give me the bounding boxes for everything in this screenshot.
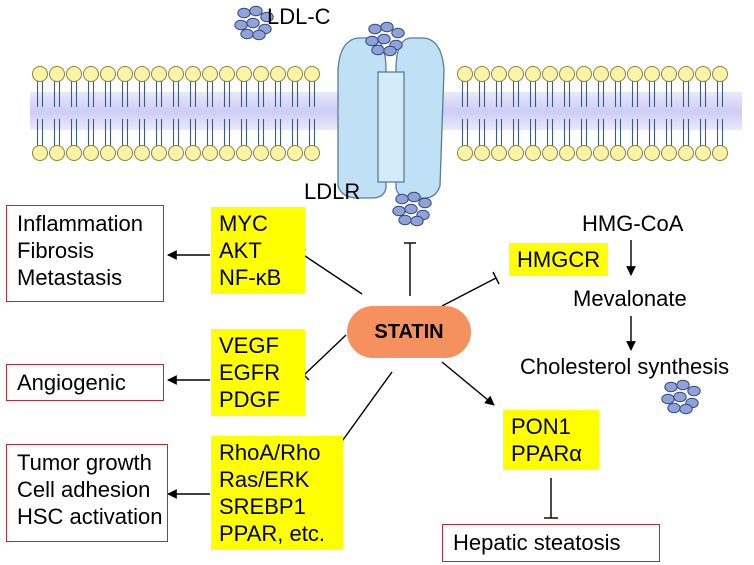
phospholipid: [236, 66, 252, 161]
target-rhoa: RhoA/Rho: [219, 440, 321, 465]
phospholipid: [83, 66, 99, 161]
target-nfkb: NF-κB: [219, 265, 282, 290]
phospholipid: [185, 66, 201, 161]
phospholipid: [474, 66, 490, 161]
phospholipid: [304, 66, 320, 161]
phospholipid: [593, 66, 609, 161]
phospholipid: [134, 66, 150, 161]
ldl-particles: [234, 5, 701, 415]
inhibit-hmgcr-line: [441, 277, 497, 307]
phospholipid: [287, 66, 303, 161]
phospholipid: [712, 66, 728, 161]
target-ppar-alpha: PPARα: [511, 441, 582, 466]
phospholipid: [576, 66, 592, 161]
lipid-bilayer: [32, 66, 728, 161]
phospholipid: [491, 66, 507, 161]
ldl-cluster: [234, 5, 274, 41]
target-akt: AKT: [219, 238, 262, 263]
phospholipid: [49, 66, 65, 161]
tumor-outcome-box: Tumor growth Cell adhesion HSC activatio…: [6, 444, 168, 542]
connectors: [167, 240, 636, 519]
phospholipid: [678, 66, 694, 161]
phospholipid: [202, 66, 218, 161]
ldlr-label: LDLR: [304, 179, 361, 204]
target-myc: MYC: [219, 211, 268, 236]
inhibit-vegf-line: [303, 334, 347, 376]
outcome-hepatic-steatosis: Hepatic steatosis: [453, 530, 621, 555]
inflammation-targets-box: MYC AKT NF-κB: [211, 207, 305, 294]
phospholipid: [542, 66, 558, 161]
hmg-coa-label: HMG-CoA: [582, 211, 684, 236]
ldl-cluster: [661, 379, 701, 415]
liver-targets-box: PON1 PPARα: [503, 410, 599, 470]
phospholipid: [117, 66, 133, 161]
phospholipid: [151, 66, 167, 161]
target-srebp1: SREBP1: [219, 494, 306, 519]
ldl-c-label: LDL-C: [267, 4, 331, 29]
phospholipid: [32, 66, 48, 161]
phospholipid: [661, 66, 677, 161]
phospholipid: [168, 66, 184, 161]
angiogenic-outcome-box: Angiogenic: [6, 364, 164, 401]
target-pon1: PON1: [511, 414, 571, 439]
outcome-tumor-growth: Tumor growth: [17, 450, 152, 475]
outcome-cell-adhesion: Cell adhesion: [17, 477, 151, 502]
inflammation-outcome-box: Inflammation Fibrosis Metastasis: [6, 205, 164, 302]
phospholipid: [644, 66, 660, 161]
outcome-hsc-activation: HSC activation: [17, 504, 163, 529]
hmgcr-label: HMGCR: [517, 247, 601, 272]
inhibit-hmgcr-bar: [492, 271, 500, 285]
statin-node: STATIN: [347, 306, 471, 358]
target-vegf: VEGF: [219, 333, 279, 358]
phospholipid: [627, 66, 643, 161]
phospholipid: [457, 66, 473, 161]
phospholipid: [66, 66, 82, 161]
phospholipid: [253, 66, 269, 161]
phospholipid: [559, 66, 575, 161]
target-ras-erk: Ras/ERK: [219, 467, 310, 492]
phospholipid: [525, 66, 541, 161]
outcome-fibrosis: Fibrosis: [17, 238, 95, 263]
phospholipid: [100, 66, 116, 161]
tumor-targets-box: RhoA/Rho Ras/ERK SREBP1 PPAR, etc.: [211, 436, 343, 550]
ldl-cluster: [365, 21, 405, 57]
ldl-cluster: [392, 191, 432, 227]
phospholipid: [508, 66, 524, 161]
hmgcr-box: HMGCR: [509, 243, 609, 276]
outcome-metastasis: Metastasis: [17, 265, 123, 290]
phospholipid: [219, 66, 235, 161]
inhibit-myc-line: [301, 253, 363, 295]
outcome-inflammation: Inflammation: [17, 211, 143, 236]
target-ppar: PPAR, etc.: [219, 521, 325, 546]
hepatic-steatosis-box: Hepatic steatosis: [442, 524, 660, 562]
cholesterol-synthesis-label: Cholesterol synthesis: [520, 354, 730, 379]
activate-pon1-arrow: [441, 361, 495, 406]
target-egfr: EGFR: [219, 360, 281, 385]
mevalonate-label: Mevalonate: [573, 286, 687, 311]
phospholipid: [270, 66, 286, 161]
angiogenesis-targets-box: VEGF EGFR PDGF: [211, 329, 305, 416]
phospholipid: [695, 66, 711, 161]
outcome-angiogenic: Angiogenic: [17, 370, 126, 395]
phospholipid: [610, 66, 626, 161]
ldl-receptor-icon: [337, 37, 445, 199]
target-pdgf: PDGF: [219, 387, 281, 412]
